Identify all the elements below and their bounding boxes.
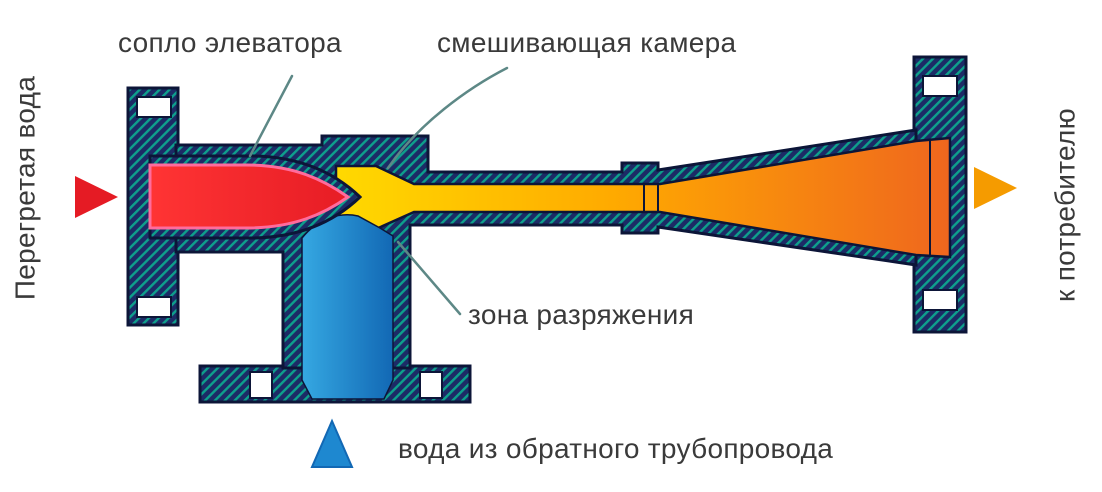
hot-water-arrow-icon	[75, 176, 118, 218]
bolt	[136, 96, 172, 118]
bolt	[249, 371, 273, 399]
chamber-leader-line	[386, 66, 509, 170]
return-water-arrow-icon	[310, 418, 354, 468]
label-return-water: вода из обратного трубопровода	[398, 433, 834, 464]
consumer-arrow-icon	[974, 167, 1017, 209]
hot-water-nozzle	[148, 163, 351, 230]
return-water-branch	[301, 214, 394, 400]
vacuum-zone-leader-line	[396, 240, 462, 316]
bolt	[136, 296, 172, 318]
label-to-consumer: к потребителю	[1049, 108, 1081, 302]
bolt	[419, 371, 443, 399]
label-vacuum-zone: зона разряжения	[468, 299, 695, 330]
label-elevator-nozzle: сопло элеватора	[118, 27, 342, 58]
bolt	[922, 289, 958, 311]
bolt	[922, 75, 958, 97]
label-superheated-water: Перегретая вода	[9, 75, 41, 301]
label-mixing-chamber: смешивающая камера	[437, 27, 737, 58]
nozzle-leader-line	[248, 74, 294, 158]
